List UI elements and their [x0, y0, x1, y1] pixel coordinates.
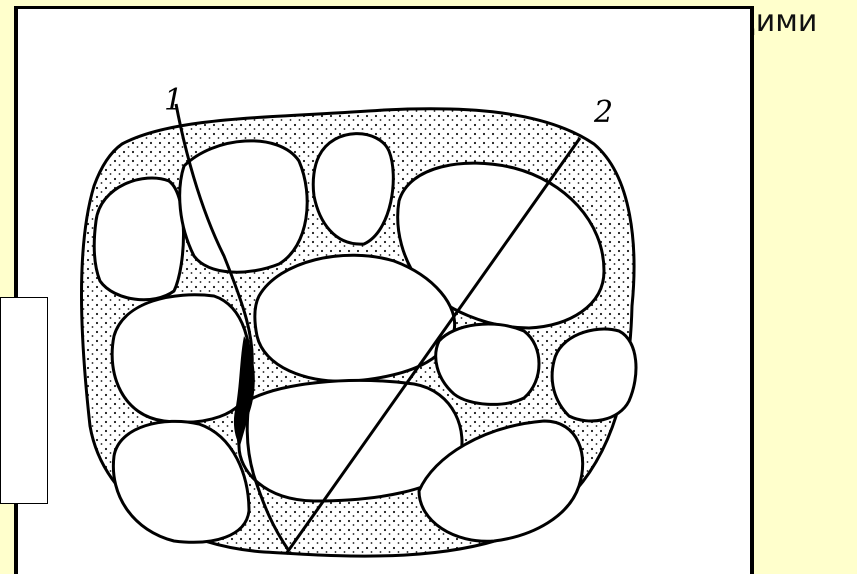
- grain: [94, 178, 183, 300]
- rock-section-diagram: 1 2: [14, 6, 754, 574]
- grain: [112, 295, 250, 422]
- grain: [436, 324, 539, 404]
- crack-2-label: 2: [593, 95, 613, 130]
- caption-box: [0, 297, 48, 504]
- crack-1-label: 1: [164, 83, 183, 118]
- grain: [180, 141, 308, 272]
- rock-section-figure: 1 2: [14, 6, 754, 574]
- grain: [552, 329, 636, 421]
